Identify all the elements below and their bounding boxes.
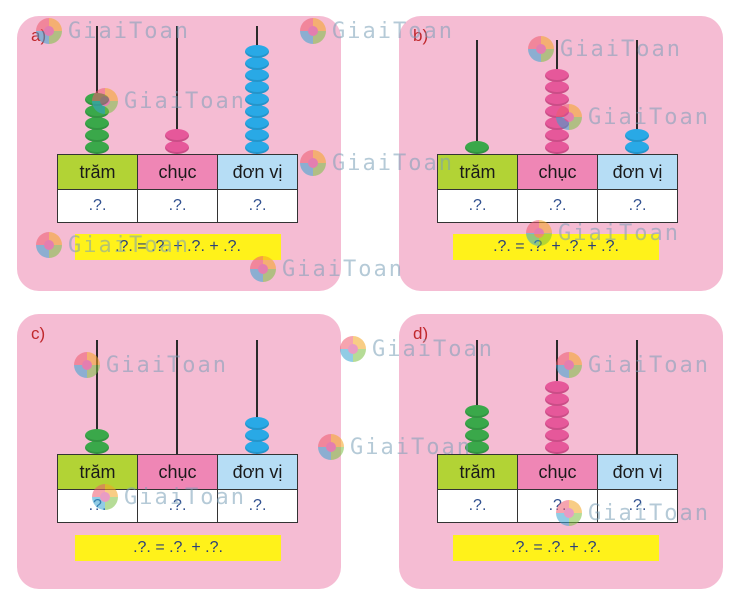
place-value-table: trăm chục đơn vị .?. .?. .?.	[57, 154, 298, 223]
abacus-bead	[245, 441, 269, 454]
abacus-bead	[85, 117, 109, 130]
abacus-bead	[545, 105, 569, 118]
abacus-bead	[85, 93, 109, 106]
abacus-bead	[85, 105, 109, 118]
abacus-bead	[545, 141, 569, 154]
abacus-bead	[165, 141, 189, 154]
panel-label: d)	[413, 324, 429, 343]
header-chuc: chục	[517, 454, 598, 490]
value-don-vi[interactable]: .?.	[217, 489, 298, 523]
header-tram: trăm	[57, 454, 138, 490]
abacus-rod-chuc	[176, 340, 178, 454]
place-value-table: trăm chục đơn vị .?. .?. .?.	[57, 454, 298, 523]
value-tram[interactable]: .?.	[437, 189, 518, 223]
header-chuc: chục	[517, 154, 598, 190]
abacus-rod-don-vi	[636, 340, 638, 454]
equation-box[interactable]: .?. = .?. + .?.	[453, 535, 659, 561]
abacus-bead	[545, 381, 569, 394]
equation-box[interactable]: .?. = .?. + .?. + .?.	[453, 234, 659, 260]
abacus-bead	[465, 405, 489, 418]
abacus-bead	[545, 441, 569, 454]
panel-c: c) trăm chục đơn vị .?. .?. .?. .?. = .?…	[17, 314, 341, 589]
abacus-bead	[245, 117, 269, 130]
abacus-bead	[465, 441, 489, 454]
abacus-rod-chuc	[176, 26, 178, 154]
abacus-bead	[245, 57, 269, 70]
abacus-bead	[545, 69, 569, 82]
abacus-bead	[245, 105, 269, 118]
abacus-bead	[545, 117, 569, 130]
panel-a: a) trăm chục đơn vị .?. .?. .?. .?. = .?…	[17, 16, 341, 291]
watermark-logo-icon	[340, 336, 366, 362]
value-tram[interactable]: .?.	[57, 489, 138, 523]
equation-box[interactable]: .?. = .?. + .?.	[75, 535, 281, 561]
abacus-bead	[625, 129, 649, 142]
abacus-bead	[465, 429, 489, 442]
value-don-vi[interactable]: .?.	[597, 189, 678, 223]
abacus-rod-don-vi	[636, 40, 638, 154]
abacus-bead	[85, 441, 109, 454]
header-chuc: chục	[137, 154, 218, 190]
equation-box[interactable]: .?. = .?. + .?. + .?.	[75, 234, 281, 260]
abacus-bead	[245, 45, 269, 58]
abacus-bead	[245, 141, 269, 154]
place-value-table: trăm chục đơn vị .?. .?. .?.	[437, 154, 678, 223]
value-don-vi[interactable]: .?.	[597, 489, 678, 523]
header-tram: trăm	[57, 154, 138, 190]
header-don-vi: đơn vị	[217, 154, 298, 190]
abacus-rod-tram	[476, 40, 478, 154]
panel-label: b)	[413, 26, 429, 45]
abacus-bead	[545, 429, 569, 442]
abacus-bead	[465, 141, 489, 154]
value-tram[interactable]: .?.	[437, 489, 518, 523]
abacus-bead	[85, 129, 109, 142]
abacus-bead	[625, 141, 649, 154]
abacus-bead	[545, 81, 569, 94]
value-don-vi[interactable]: .?.	[217, 189, 298, 223]
abacus-bead	[545, 405, 569, 418]
value-tram[interactable]: .?.	[57, 189, 138, 223]
abacus-bead	[165, 129, 189, 142]
value-chuc[interactable]: .?.	[137, 489, 218, 523]
header-tram: trăm	[437, 154, 518, 190]
panel-d: d) trăm chục đơn vị .?. .?. .?. .?. = .?…	[399, 314, 723, 589]
abacus-bead	[465, 417, 489, 430]
abacus-bead	[245, 93, 269, 106]
header-chuc: chục	[137, 454, 218, 490]
abacus-rod-don-vi	[256, 340, 258, 454]
abacus-bead	[85, 429, 109, 442]
value-chuc[interactable]: .?.	[517, 189, 598, 223]
panel-label: a)	[31, 26, 47, 45]
abacus-bead	[545, 393, 569, 406]
abacus-bead	[245, 129, 269, 142]
abacus-rod-tram	[96, 340, 98, 454]
header-tram: trăm	[437, 454, 518, 490]
abacus-bead	[545, 417, 569, 430]
header-don-vi: đơn vị	[217, 454, 298, 490]
abacus-bead	[545, 129, 569, 142]
header-don-vi: đơn vị	[597, 454, 678, 490]
abacus-bead	[245, 417, 269, 430]
abacus-bead	[245, 69, 269, 82]
value-chuc[interactable]: .?.	[137, 189, 218, 223]
panel-label: c)	[31, 324, 46, 343]
header-don-vi: đơn vị	[597, 154, 678, 190]
abacus-bead	[85, 141, 109, 154]
abacus-rod-tram	[476, 340, 478, 454]
value-chuc[interactable]: .?.	[517, 489, 598, 523]
abacus-bead	[545, 93, 569, 106]
place-value-table: trăm chục đơn vị .?. .?. .?.	[437, 454, 678, 523]
abacus-bead	[245, 81, 269, 94]
panel-b: b) trăm chục đơn vị .?. .?. .?. .?. = .?…	[399, 16, 723, 291]
abacus-bead	[245, 429, 269, 442]
